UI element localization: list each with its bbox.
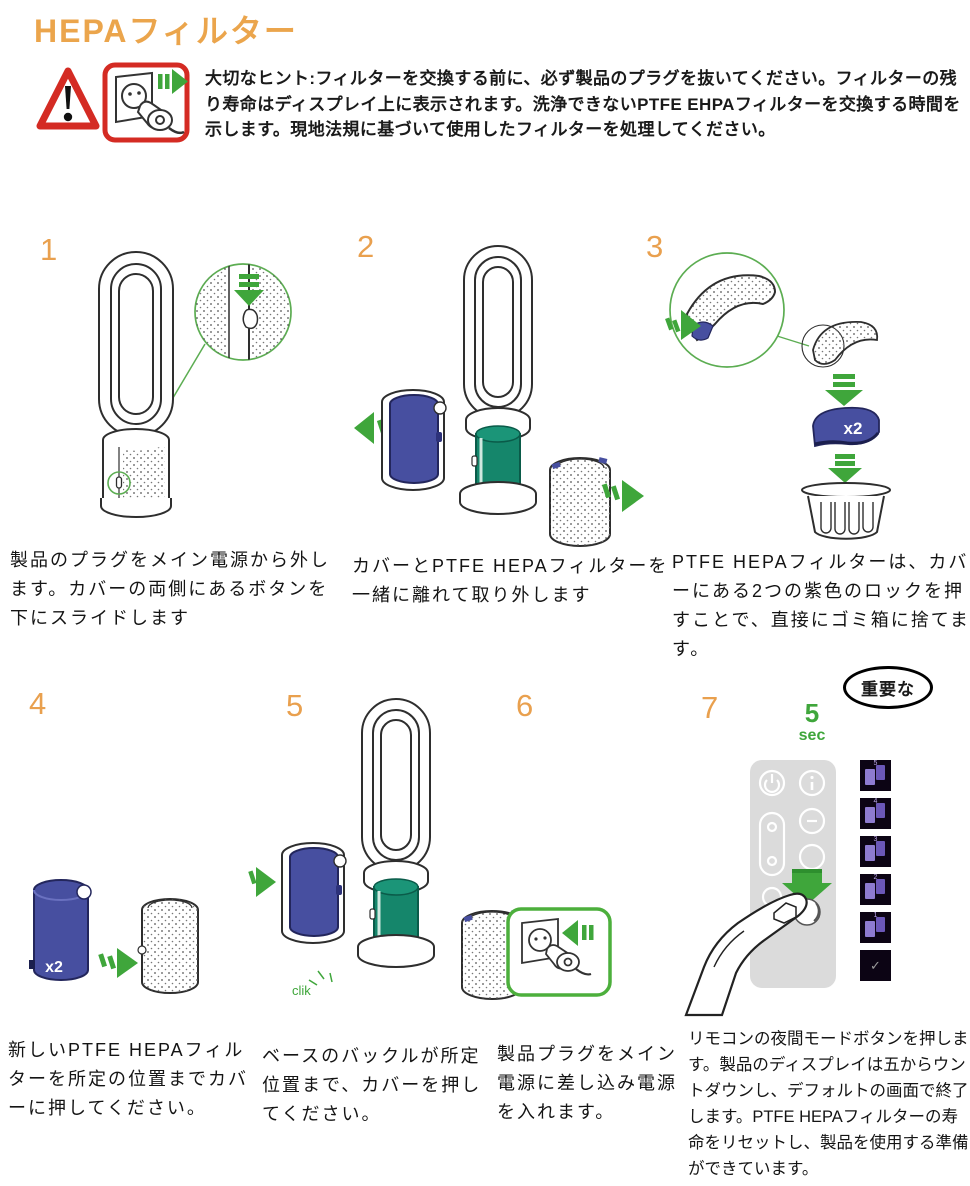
x2-label: x2 (844, 419, 863, 438)
step-1-number: 1 (40, 232, 58, 267)
unplug-icon (102, 62, 190, 143)
arrow-down-icon (782, 869, 832, 905)
textured-cover-half (549, 457, 611, 547)
pressing-hand (684, 892, 808, 1017)
base-disc (459, 481, 537, 515)
timer-unit: sec (798, 727, 826, 744)
step-2-disassembly-illustration (354, 245, 644, 547)
filter-glyph (876, 765, 885, 780)
step-5-caption: ベースのバックルが所定位置まで、カバーを押してください。 (262, 1046, 482, 1125)
button-highlight-circle (107, 471, 131, 495)
screen-count: 4 (873, 798, 878, 805)
x2-label: x2 (45, 959, 63, 976)
step-6-number: 6 (516, 688, 534, 723)
arrow-right-icon (98, 948, 138, 978)
filter-glyph (865, 845, 875, 861)
arrow-right-icon (601, 480, 644, 512)
screen-count: 5 (873, 760, 878, 767)
power-icon (763, 779, 781, 793)
arrow-right-icon (248, 867, 276, 897)
filter-glyph (865, 807, 875, 823)
filter-glyph (876, 841, 885, 856)
base-disc (357, 934, 435, 968)
display-screen: 1 (860, 912, 891, 943)
slide-button (242, 308, 259, 330)
tower-fan (463, 245, 533, 419)
filter-glyph (865, 883, 875, 899)
step-3-discard-illustration: x2 (665, 252, 891, 540)
tower-fan (361, 698, 431, 872)
arrow-right-icon (158, 69, 188, 94)
step-3-number: 3 (646, 229, 664, 264)
arrow-down-icon (828, 454, 862, 483)
step-3-caption: PTFE HEPAフィルターは、カバーにある2つの紫色のロックを押すことで、直接… (672, 552, 970, 660)
plug-icon (545, 944, 580, 972)
page-title: HEPAフィルター (34, 13, 298, 49)
step-7-remote-illustration (684, 760, 836, 1017)
new-filter-x2: x2 (29, 879, 92, 981)
clik-label: clik (292, 983, 311, 998)
step-6-plug-in-illustration (506, 907, 612, 997)
step-4-caption: 新しいPTFE HEPAフィルターを所定の位置までカバーに押してください。 (8, 1040, 248, 1119)
cord-line (575, 968, 592, 976)
display-screen: 3 (860, 836, 891, 867)
step-7-caption: リモコンの夜間モードボタンを押します。製品のディスプレイは五からウントダウンし、… (688, 1030, 969, 1179)
arrow-down-icon (825, 374, 863, 406)
display-countdown-screens: 5 4 3 2 1 ✓ (860, 760, 891, 981)
filter-glyph (876, 917, 885, 932)
step-4-new-filter-illustration: x2 (29, 879, 199, 994)
press-arrow-icon (665, 310, 701, 340)
screen-count: 1 (873, 912, 878, 919)
purple-lock-x2: x2 (812, 406, 880, 448)
warning-text: 大切なヒント:フィルターを交換する前に、必ず製品のプラグを抜いてください。フィル… (205, 69, 961, 139)
filter-glyph (876, 803, 885, 818)
timer-value: 5 (804, 698, 820, 728)
blue-filter-half (381, 389, 447, 491)
magnifier-leader-line (776, 335, 810, 347)
arrow-down-icon (234, 274, 264, 306)
plug-icon (136, 100, 173, 131)
filter-glyph (865, 921, 875, 937)
step-5-number: 5 (286, 688, 304, 723)
display-screen: 4 (860, 798, 891, 829)
filter-glyph (876, 879, 885, 894)
display-screen-complete: ✓ (860, 950, 891, 981)
screen-count: 2 (873, 874, 878, 881)
step-2-caption: カバーとPTFE HEPAフィルターを一緒に離れて取り外します (352, 556, 669, 606)
countdown-timer: 5 sec (780, 700, 844, 745)
filter-glyph (865, 769, 875, 785)
step-1-fan-illustration (98, 251, 292, 518)
button-shadow (813, 902, 820, 922)
screen-count: 3 (873, 836, 878, 843)
textured-cover-half (137, 898, 199, 994)
important-badge: 重要な (843, 666, 933, 709)
trash-can-icon (801, 482, 891, 540)
cord-line (168, 127, 185, 135)
warning-triangle-icon (36, 67, 100, 130)
tower-fan (98, 251, 174, 437)
remote-buttons (758, 769, 826, 908)
arrow-left-icon (562, 920, 594, 946)
step-2-number: 2 (357, 229, 375, 264)
step-7-number: 7 (701, 690, 719, 725)
click-indicator: clik (292, 970, 333, 998)
check-icon: ✓ (870, 957, 881, 973)
step-1-caption: 製品のプラグをメイン電源から外します。カバーの両側にあるボタンを下にスライドしま… (10, 550, 330, 629)
small-cover (812, 321, 879, 365)
blue-filter-half (281, 842, 347, 944)
step-4-number: 4 (29, 686, 47, 721)
display-screen: 5 (860, 760, 891, 791)
step-6-caption: 製品プラグをメイン電源に差し込み電源を入れます。 (497, 1044, 677, 1123)
info-icon (810, 775, 814, 780)
display-screen: 2 (860, 874, 891, 905)
